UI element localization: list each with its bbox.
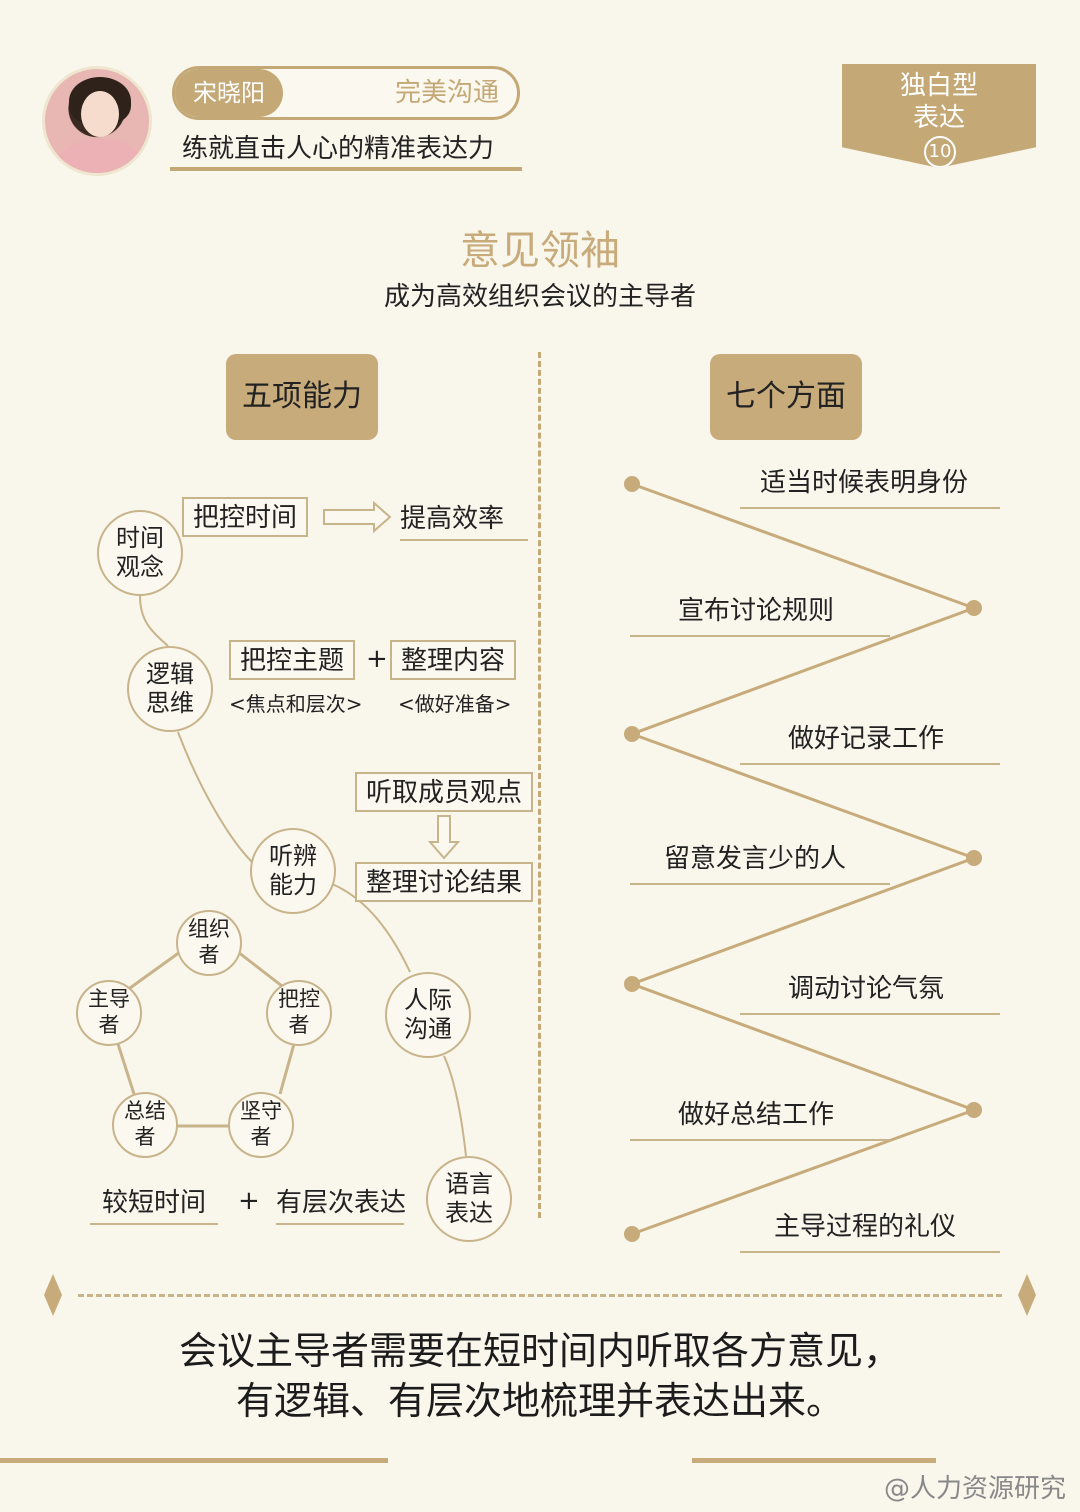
short-time-label: 较短时间 [90, 1182, 218, 1225]
time-control-box: 把控时间 [182, 497, 309, 537]
role-leader: 主导者 [76, 980, 142, 1046]
layered-expression-label: 有层次表达 [276, 1182, 406, 1225]
five-abilities-heading: 五项能力 [226, 354, 378, 440]
aspect-4: 留意发言少的人 [630, 838, 890, 885]
chapter-badge: 独白型 表达 10 [842, 64, 1036, 168]
topic-control-box: 把控主题 [229, 640, 356, 680]
badge-line-1: 独白型 [899, 71, 978, 101]
center-divider [538, 352, 541, 1218]
summarize-box: 整理讨论结果 [355, 862, 534, 902]
watermark: @人力资源研究 [883, 1474, 1066, 1504]
badge-line-2: 表达 [912, 103, 965, 133]
role-organizer: 组织者 [176, 910, 242, 976]
badge-number: 10 [924, 136, 956, 168]
listen-box: 听取成员观点 [355, 772, 534, 812]
page-subtitle: 成为高效组织会议的主导者 [383, 282, 696, 312]
aspect-6: 做好总结工作 [630, 1094, 890, 1141]
badge-text: 独白型 表达 [842, 70, 1036, 134]
subtitle-underline [170, 167, 522, 171]
ability-listening: 听辨能力 [250, 828, 336, 914]
speaker-avatar [42, 66, 152, 176]
time-result-label: 提高效率 [400, 498, 528, 541]
role-controller: 把控者 [266, 980, 332, 1046]
conclusion-line-1: 会议主导者需要在短时间内听取各方意见， [178, 1329, 901, 1373]
aspect-2: 宣布讨论规则 [630, 590, 890, 637]
role-summarizer: 总结者 [112, 1092, 178, 1158]
page-title: 意见领袖 [460, 228, 620, 274]
aspect-7: 主导过程的礼仪 [740, 1206, 1000, 1253]
aspect-3: 做好记录工作 [740, 718, 1000, 765]
aspect-5: 调动讨论气氛 [740, 968, 1000, 1015]
plus-sign-bottom: + [238, 1186, 260, 1216]
bottom-dashed-line [78, 1294, 1002, 1297]
ability-interpersonal: 人际沟通 [385, 972, 471, 1058]
role-defender: 坚守者 [228, 1092, 294, 1158]
course-tagline: 完美沟通 [394, 78, 499, 108]
ability-time: 时间观念 [97, 510, 183, 596]
plus-sign-logic: + [366, 644, 388, 674]
organize-content-box: 整理内容 [390, 640, 517, 680]
course-subtitle: 练就直击人心的精准表达力 [182, 134, 495, 164]
conclusion-text: 会议主导者需要在短时间内听取各方意见， 有逻辑、有层次地梳理并表达出来。 [0, 1326, 1080, 1426]
speaker-name: 宋晓阳 [175, 69, 283, 117]
seven-aspects-heading: 七个方面 [710, 354, 862, 440]
conclusion-line-2: 有逻辑、有层次地梳理并表达出来。 [235, 1379, 844, 1423]
left-diamond-ornament [44, 1274, 62, 1316]
aspect-1: 适当时候表明身份 [740, 462, 1000, 509]
footer-bar-left [0, 1458, 388, 1463]
organize-note: <做好准备> [398, 692, 512, 716]
ability-language: 语言表达 [426, 1156, 512, 1242]
speaker-pill: 宋晓阳 完美沟通 [172, 66, 520, 120]
ability-logic: 逻辑思维 [127, 646, 213, 732]
footer-bar-right [692, 1458, 936, 1463]
topic-note: <焦点和层次> [229, 692, 363, 716]
right-diamond-ornament [1018, 1274, 1036, 1316]
